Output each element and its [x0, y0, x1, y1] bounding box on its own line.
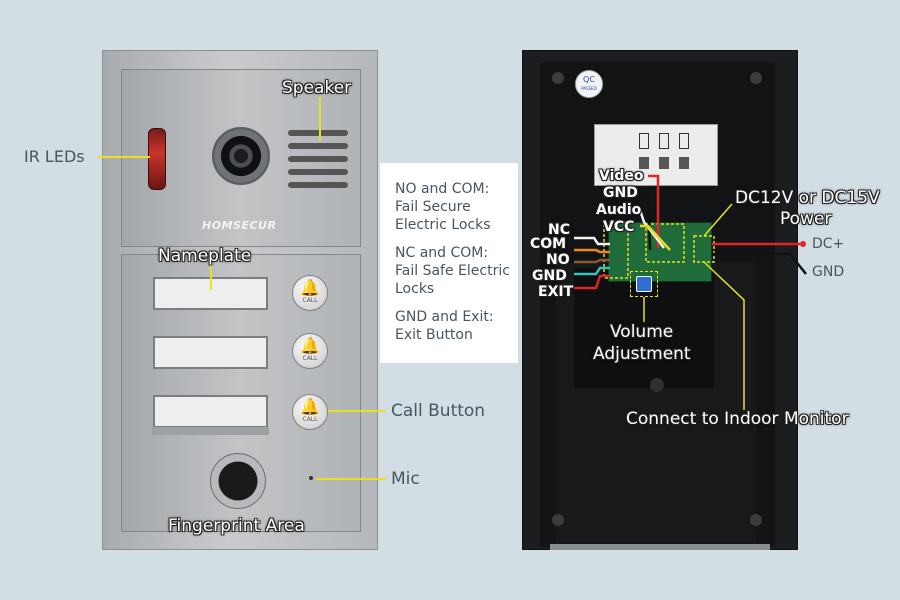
screw-icon [552, 514, 564, 526]
label-no: NO [546, 252, 570, 268]
label-ir-leds: IR LEDs [24, 147, 85, 166]
volume-potentiometer[interactable] [636, 276, 652, 292]
wire-video [648, 174, 660, 248]
label-exit: EXIT [538, 284, 574, 300]
nameplate-slot [153, 395, 268, 428]
label-gnd-power: GND [812, 264, 845, 280]
label-connect-indoor-monitor: Connect to Indoor Monitor [626, 409, 849, 429]
wire-no [574, 258, 610, 264]
screw-icon [750, 72, 762, 84]
passed-text: PASSED [581, 86, 597, 91]
nameplate-frame [152, 427, 269, 435]
wire-gnd-top [640, 192, 652, 251]
label-mic: Mic [391, 469, 420, 489]
sticker-connector-diagram [659, 133, 669, 149]
speaker-grille-slot [288, 169, 348, 175]
leader-line [328, 410, 386, 412]
note-exit-button: GND and Exit: Exit Button [395, 309, 494, 343]
label-call-button: Call Button [391, 401, 486, 421]
speaker-grille-slot [288, 130, 348, 136]
wiring-notes-box [380, 163, 518, 363]
note-fail-secure: NO and COM: Fail Secure Electric Locks [395, 181, 491, 233]
screw-icon [552, 72, 564, 84]
call-button-text: CALL [302, 355, 318, 362]
wire-exit [574, 274, 610, 290]
leader-line [98, 156, 150, 158]
label-dc-plus: DC+ [812, 236, 845, 252]
mic-hole [309, 476, 313, 480]
wire-com [574, 248, 610, 254]
speaker-grille-slot [288, 182, 348, 188]
speaker-grille-slot [288, 156, 348, 162]
sticker-connector-diagram [639, 133, 649, 149]
bell-icon: 🔔 [300, 278, 320, 297]
power-terminal-box [693, 235, 715, 263]
fingerprint-sensor[interactable] [210, 453, 266, 509]
ir-led [148, 128, 166, 190]
wire-gnd-power [712, 252, 807, 275]
label-video: Video [599, 168, 644, 184]
sticker-connector-diagram [679, 133, 689, 149]
leader-line [210, 262, 212, 290]
qc-text: QC [583, 75, 595, 84]
wire-nc [574, 236, 610, 246]
label-nameplate: Nameplate [158, 246, 252, 266]
sticker-connector-diagram [659, 157, 669, 169]
camera-lens-icon [212, 127, 270, 185]
label-adjustment: Adjustment [593, 344, 691, 364]
call-button[interactable]: 🔔 CALL [292, 394, 328, 430]
label-speaker: Speaker [282, 78, 352, 98]
label-audio: Audio [596, 202, 642, 218]
bottom-metal-edge [550, 544, 770, 550]
leader-line [703, 203, 733, 237]
label-gnd-top: GND [603, 185, 638, 201]
qc-passed-sticker: QC PASSED [575, 70, 603, 98]
wire-audio [638, 209, 665, 249]
terminal-block-top-box [645, 223, 685, 263]
label-power-voltage: DC12V or DC15V [735, 188, 880, 208]
terminal-block-left-box [603, 221, 629, 279]
bell-icon: 🔔 [300, 336, 320, 355]
sticker-connector-diagram [679, 157, 689, 169]
call-button-text: CALL [302, 297, 318, 304]
label-gnd-mid: GND [532, 268, 567, 284]
speaker-grille-slot [288, 143, 348, 149]
note-fail-safe: NC and COM: Fail Safe Electric Locks [395, 245, 510, 297]
sticker-connector-diagram [639, 157, 649, 169]
volume-highlight-box [630, 271, 658, 297]
wire-vcc [640, 224, 671, 251]
leader-line [319, 97, 321, 141]
call-button-text: CALL [302, 416, 318, 423]
label-vcc: VCC [603, 219, 635, 235]
screw-icon [750, 514, 762, 526]
leader-line [703, 261, 745, 410]
wiring-sticker [594, 124, 718, 186]
label-volume: Volume [610, 322, 674, 342]
nameplate-slot [153, 336, 268, 369]
call-button[interactable]: 🔔 CALL [292, 275, 328, 311]
bell-icon: 🔔 [300, 397, 320, 416]
label-power: Power [780, 209, 832, 229]
call-button[interactable]: 🔔 CALL [292, 333, 328, 369]
label-com: COM [530, 236, 567, 252]
label-fingerprint-area: Fingerprint Area [168, 516, 305, 536]
dc-plus-terminal-dot [800, 241, 806, 247]
label-nc: NC [548, 222, 570, 238]
screw-icon [650, 378, 664, 392]
leader-line [316, 478, 386, 480]
wire-gnd [574, 266, 610, 276]
brand-logo-text: HOMSECUR [202, 219, 277, 232]
